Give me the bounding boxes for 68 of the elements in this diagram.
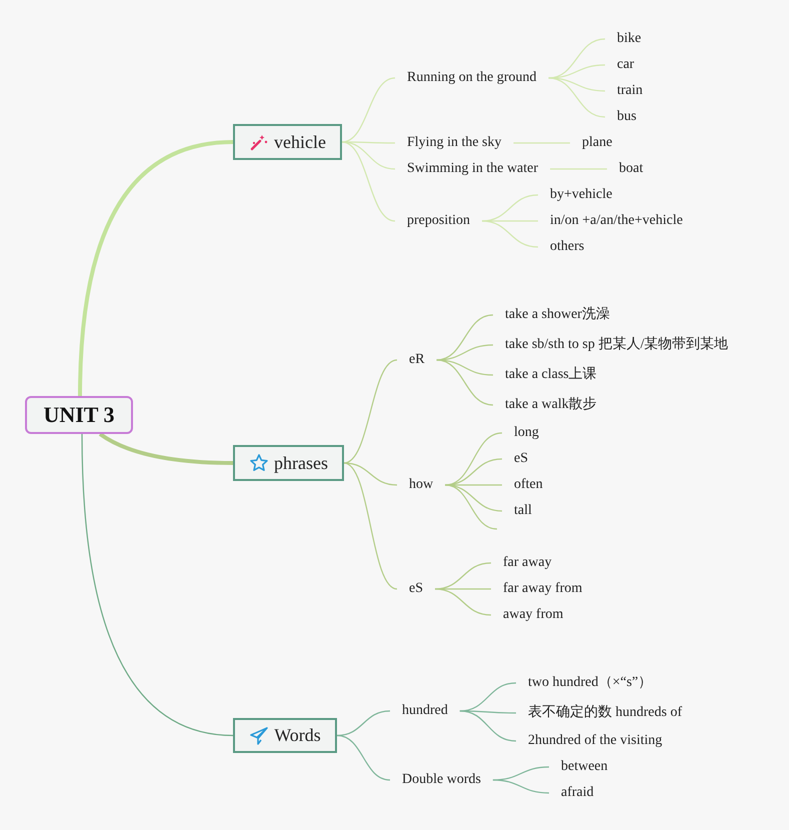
branch-line [98,432,234,465]
branch-line [436,314,494,361]
branch-line [548,77,606,118]
branch-label: how [397,475,446,495]
branch-line [492,779,550,794]
branch-line [482,194,538,222]
branch-label: eS [397,579,435,599]
branch-label: boat [607,159,656,179]
central-topic-box [25,396,133,434]
branch-line [344,462,398,486]
branch-label: take sb/sth to sp 把某人/某物带到某地 [493,335,740,355]
branch-label: train [605,81,655,101]
branch-line [344,462,398,590]
branch-label: two hundred（×“s”） [516,673,664,693]
branch-line [78,140,234,396]
branch-label: between [549,757,620,777]
branch-label: 表不确定的数 hundreds of [516,703,694,723]
branch-label: bike [605,29,654,49]
topic-label: UNIT 3 [43,402,115,428]
topic-box [233,718,337,753]
branch-label: far away [491,553,564,573]
branch-label: long [502,423,551,443]
branch-line [514,142,570,144]
topic-box [233,445,344,481]
topic-label: phrases [274,452,328,474]
branch-label: take a class上课 [493,365,609,385]
branch-line [342,141,396,222]
branch-label: in/on +a/an/the+vehicle [538,211,695,231]
branch-label: often [502,475,555,495]
topic-box [233,124,342,160]
branch-label: tall [502,501,544,521]
branch-line [344,359,398,464]
branch-line [434,588,492,616]
branch-line [445,432,502,486]
branch-label: take a shower洗澡 [493,305,622,325]
branch-line [342,77,396,143]
branch-label: by+vehicle [538,185,624,205]
branch-label: afraid [549,783,606,803]
branch-label: bus [605,107,648,127]
branch-line [434,562,492,590]
branch-line [81,434,234,736]
branch-label: Flying in the sky [395,133,514,153]
branch-line [550,168,607,170]
branch-label: others [538,237,596,257]
branch-label: Swimming in the water [395,159,550,179]
branch-label: Double words [390,770,493,790]
branch-line [548,38,606,79]
topic-label: vehicle [274,132,326,152]
branch-label: eR [397,350,437,370]
branch-label: eS [502,449,540,469]
branch-label: preposition [395,211,482,231]
branch-line [445,484,498,530]
branch-line [336,710,390,736]
branch-line [436,359,494,406]
branch-line [460,710,516,742]
branch-label: car [605,55,646,75]
topic-label: Words [274,725,321,746]
branch-line [460,682,516,712]
branch-label: plane [570,133,624,153]
branch-line [445,458,502,486]
branch-label: far away from [491,579,594,599]
branch-label: hundred [390,701,460,721]
branch-label: away from [491,605,576,625]
branch-label: Running on the ground [395,68,548,88]
branch-label: 2hundred of the visiting [516,731,674,751]
branch-line [336,734,390,781]
branch-line [482,220,538,248]
branch-label: take a walk散步 [493,395,609,415]
